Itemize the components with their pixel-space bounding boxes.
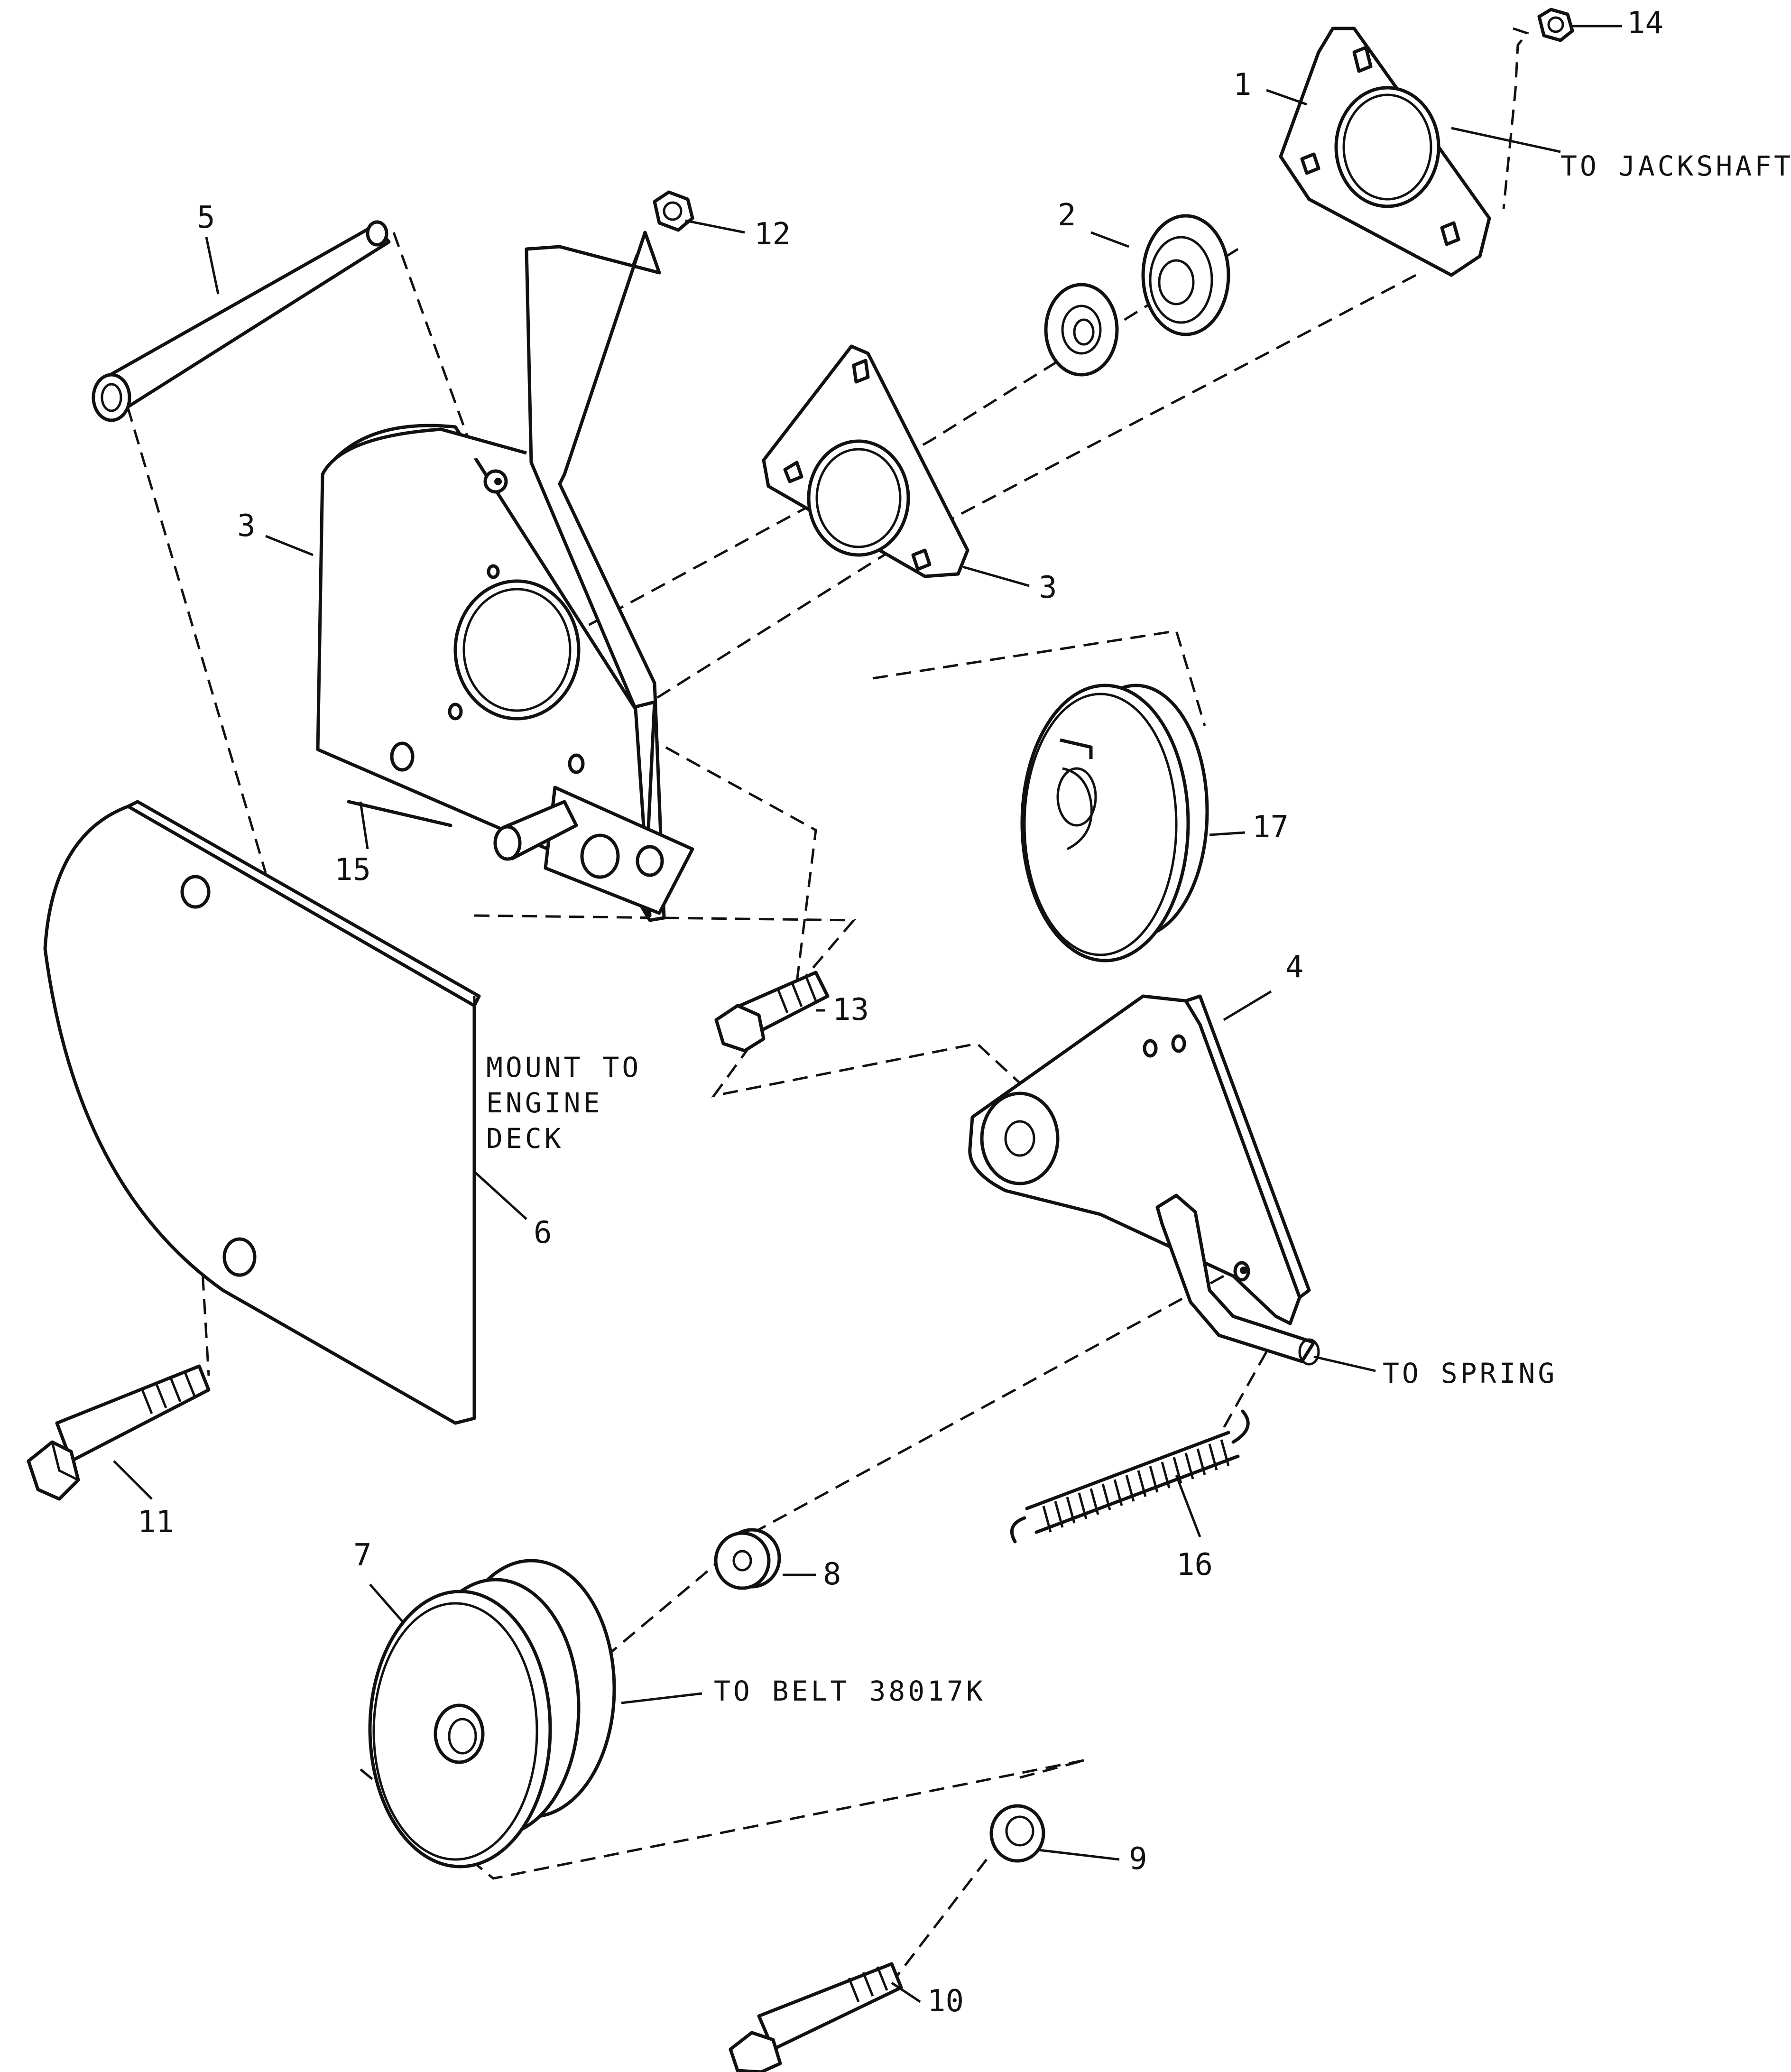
part-14-nut (1537, 8, 1574, 42)
part-17-pulley (1020, 684, 1209, 962)
note-mount-line-3: DECK (486, 1122, 564, 1155)
part-1-bearing-flange (1279, 27, 1491, 277)
part-7-idler-pulley (368, 1559, 616, 1868)
label-part-3-plate: 3 (237, 509, 256, 544)
label-part-6: 6 (534, 1215, 552, 1250)
label-part-13: 13 (832, 992, 869, 1027)
part-11-bolt (27, 1364, 211, 1501)
note-belt: TO BELT 38017K (714, 1675, 986, 1707)
label-part-5: 5 (197, 200, 215, 235)
part-4-idler-arm (968, 994, 1320, 1366)
part-3-mounting-plate (316, 231, 694, 922)
note-mount-line-2: ENGINE (486, 1087, 603, 1119)
label-part-16: 16 (1176, 1547, 1213, 1582)
part-12-nut (653, 190, 694, 232)
part-6-cover (43, 800, 481, 1425)
label-part-7: 7 (353, 1538, 372, 1573)
label-part-3-flange: 3 (1039, 570, 1057, 605)
part-16-spring (1010, 1409, 1250, 1544)
assembly-notes: TO JACKSHAFT MOUNT TO ENGINE DECK TO SPR… (486, 127, 1791, 1707)
part-10-bolt (729, 1962, 903, 2072)
part-15-pin (347, 800, 578, 861)
label-part-9: 9 (1129, 1841, 1147, 1877)
label-part-8: 8 (823, 1557, 841, 1592)
note-mount-line-1: MOUNT TO (486, 1051, 641, 1083)
part-8-spacer (714, 1528, 781, 1590)
part-3-bearing-flange (762, 344, 969, 578)
note-to-jackshaft: TO JACKSHAFT (1560, 150, 1791, 182)
label-part-1: 1 (1233, 67, 1252, 102)
label-part-12: 12 (754, 217, 791, 252)
label-part-14: 14 (1627, 6, 1663, 41)
part-2-bearings (1044, 214, 1230, 377)
part-13-bolt (714, 971, 830, 1053)
label-part-10: 10 (927, 1984, 964, 2019)
part-9-washer (989, 1804, 1045, 1863)
note-to-spring: TO SPRING (1383, 1357, 1557, 1389)
label-part-15: 15 (334, 852, 371, 888)
part-number-labels: 1 2 3 3 4 5 6 7 8 9 10 11 12 13 14 15 16 (113, 6, 1663, 2019)
part-5-rod (92, 220, 391, 422)
label-part-17: 17 (1252, 810, 1289, 845)
label-part-2: 2 (1058, 198, 1076, 233)
label-part-11: 11 (138, 1505, 174, 1540)
label-part-4: 4 (1285, 950, 1304, 985)
